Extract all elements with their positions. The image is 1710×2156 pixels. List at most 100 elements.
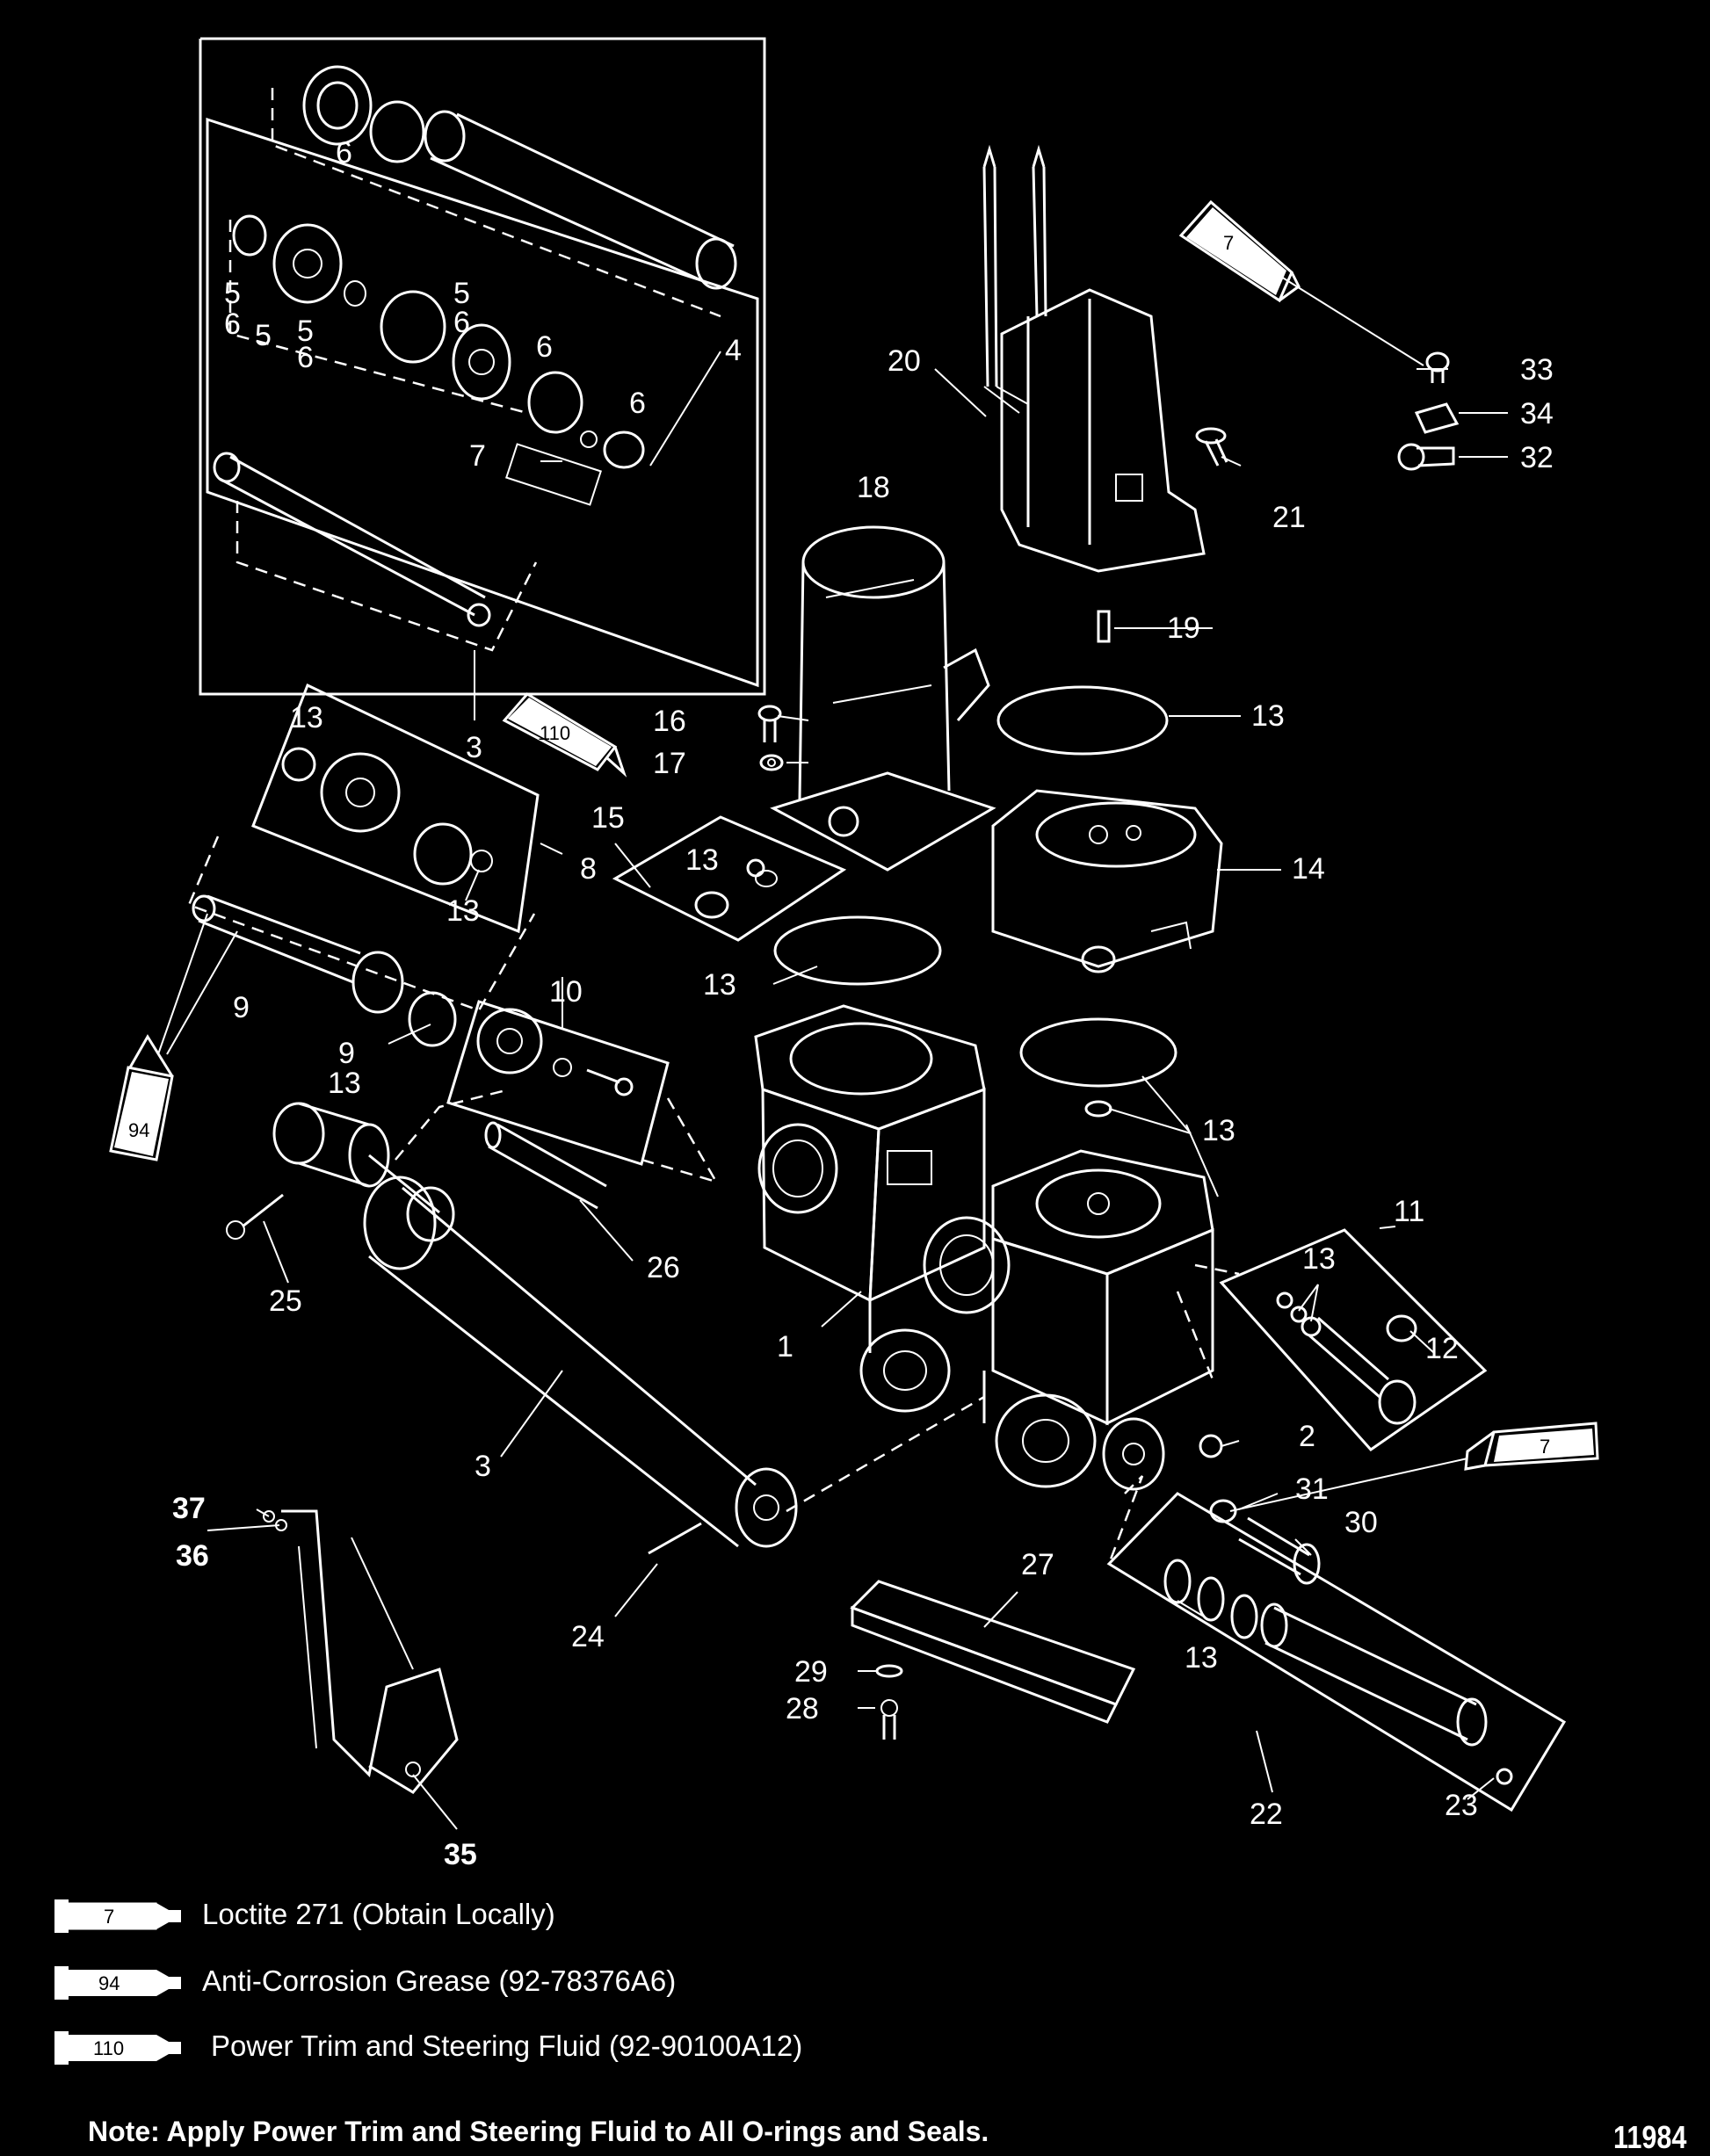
legend-row-loctite: 7 Loctite 271 (Obtain Locally)	[53, 1889, 1283, 1950]
callout-7: 7	[469, 439, 486, 473]
callout-11: 11	[1394, 1195, 1424, 1228]
callout-6: 6	[297, 341, 314, 374]
o-ring-13-mid-left	[773, 915, 942, 986]
pump-housing	[991, 789, 1223, 973]
callout-8: 8	[580, 852, 597, 886]
callout-5: 5	[255, 319, 272, 352]
callout-15: 15	[591, 801, 625, 835]
manifold-kit-box	[187, 683, 540, 1047]
callout-13: 13	[446, 894, 480, 928]
callout-3: 3	[466, 731, 482, 764]
legend-row-grease: 94 Anti-Corrosion Grease (92-78376A6)	[53, 1956, 1283, 2017]
manual-release-kit-box	[1106, 1475, 1567, 1812]
callout-13: 13	[1202, 1114, 1235, 1147]
legend-text: Power Trim and Steering Fluid (92-90100A…	[211, 2029, 803, 2062]
callout-37: 37	[172, 1492, 206, 1525]
callout-19: 19	[1167, 611, 1200, 645]
screw-16-washer-17	[757, 705, 784, 771]
callout-34: 34	[1520, 397, 1554, 430]
callout-32: 32	[1520, 441, 1554, 474]
pin-19	[1097, 610, 1111, 643]
trim-cylinder	[272, 1102, 985, 1548]
callout-6: 6	[536, 330, 553, 364]
callout-4: 4	[725, 334, 742, 367]
tube-icon: 110	[54, 2031, 181, 2065]
seal-kit-box	[199, 37, 766, 696]
callout-6: 6	[224, 307, 241, 341]
callout-13: 13	[1302, 1242, 1336, 1276]
legend-text: Loctite 271 (Obtain Locally)	[202, 1898, 555, 1930]
bracket	[263, 1509, 459, 1794]
callout-13: 13	[290, 701, 323, 734]
figure-id: 11984	[1613, 2119, 1687, 2155]
callout-5: 5	[297, 315, 314, 348]
grease-tube-94	[109, 913, 208, 1161]
legend-code: 110	[93, 2037, 124, 2059]
callout-5: 5	[453, 277, 470, 310]
loctite-tube-right	[1464, 1422, 1599, 1471]
valve-kit-box-11	[1219, 1228, 1488, 1451]
callout-13: 13	[1185, 1641, 1218, 1675]
screw-25	[226, 1193, 284, 1240]
o-ring-13-upper	[996, 685, 1169, 756]
loctite-tube-top	[1178, 199, 1301, 303]
callout-16: 16	[653, 705, 686, 738]
tube-label-94: 94	[128, 1119, 149, 1141]
callout-9: 9	[233, 991, 250, 1024]
tube-icon: 94	[54, 1966, 181, 2000]
callout-2: 2	[1299, 1420, 1315, 1453]
callout-13: 13	[685, 843, 719, 877]
note-text: Note: Apply Power Trim and Steering Flui…	[88, 2116, 989, 2147]
callout-14: 14	[1292, 852, 1325, 886]
o-ring-13-mid-right	[1019, 1017, 1177, 1088]
callout-22: 22	[1250, 1798, 1283, 1831]
callout-28: 28	[786, 1692, 819, 1726]
callout-9: 9	[338, 1037, 355, 1070]
callout-18: 18	[857, 471, 890, 504]
reservoir	[770, 525, 996, 872]
callout-17: 17	[653, 747, 686, 780]
callout-21: 21	[1272, 501, 1306, 534]
callout-13: 13	[703, 968, 736, 1002]
pin-24	[648, 1522, 702, 1555]
callout-13: 13	[1251, 699, 1285, 733]
callout-30: 30	[1344, 1506, 1378, 1539]
callout-5: 5	[224, 277, 241, 310]
legend-code: 7	[104, 1906, 114, 1928]
callout-6: 6	[629, 387, 646, 420]
fluid-tube-110	[502, 692, 627, 778]
tube-icon: 7	[54, 1899, 181, 1933]
callout-33: 33	[1520, 353, 1554, 387]
tube-label-7: 7	[1223, 232, 1234, 254]
callout-12: 12	[1425, 1332, 1459, 1365]
callout-26: 26	[647, 1251, 680, 1284]
legend-row-fluid: 110 Power Trim and Steering Fluid (92-90…	[53, 2021, 1283, 2082]
callout-6: 6	[336, 136, 352, 170]
callout-24: 24	[571, 1620, 605, 1653]
tube-label-7: 7	[1540, 1436, 1550, 1458]
callout-1: 1	[777, 1330, 793, 1364]
callout-13: 13	[328, 1067, 361, 1100]
plate-27	[850, 1580, 1136, 1724]
fasteners-32-34	[1397, 351, 1460, 471]
leader-lines	[166, 271, 1508, 1830]
callout-25: 25	[269, 1284, 302, 1318]
legend-text: Anti-Corrosion Grease (92-78376A6)	[202, 1964, 677, 1997]
callout-10: 10	[549, 975, 583, 1009]
callout-23: 23	[1445, 1789, 1478, 1822]
legend-code: 94	[98, 1972, 120, 1994]
callout-3: 3	[475, 1450, 491, 1483]
valve-kit-box	[446, 1000, 719, 1184]
callout-35: 35	[444, 1838, 477, 1871]
callout-labels: 6 5 6 5 5 6 5 6 6 6 4 7 3 13 8 13 9 9 13…	[172, 136, 1554, 1871]
pump-motor	[982, 144, 1206, 573]
callout-31: 31	[1295, 1472, 1329, 1506]
callout-20: 20	[888, 344, 921, 378]
plug-kit-box	[612, 815, 847, 942]
tube-label-110: 110	[540, 722, 570, 744]
callout-6: 6	[453, 306, 470, 339]
callout-36: 36	[176, 1539, 209, 1573]
callout-27: 27	[1021, 1548, 1054, 1581]
